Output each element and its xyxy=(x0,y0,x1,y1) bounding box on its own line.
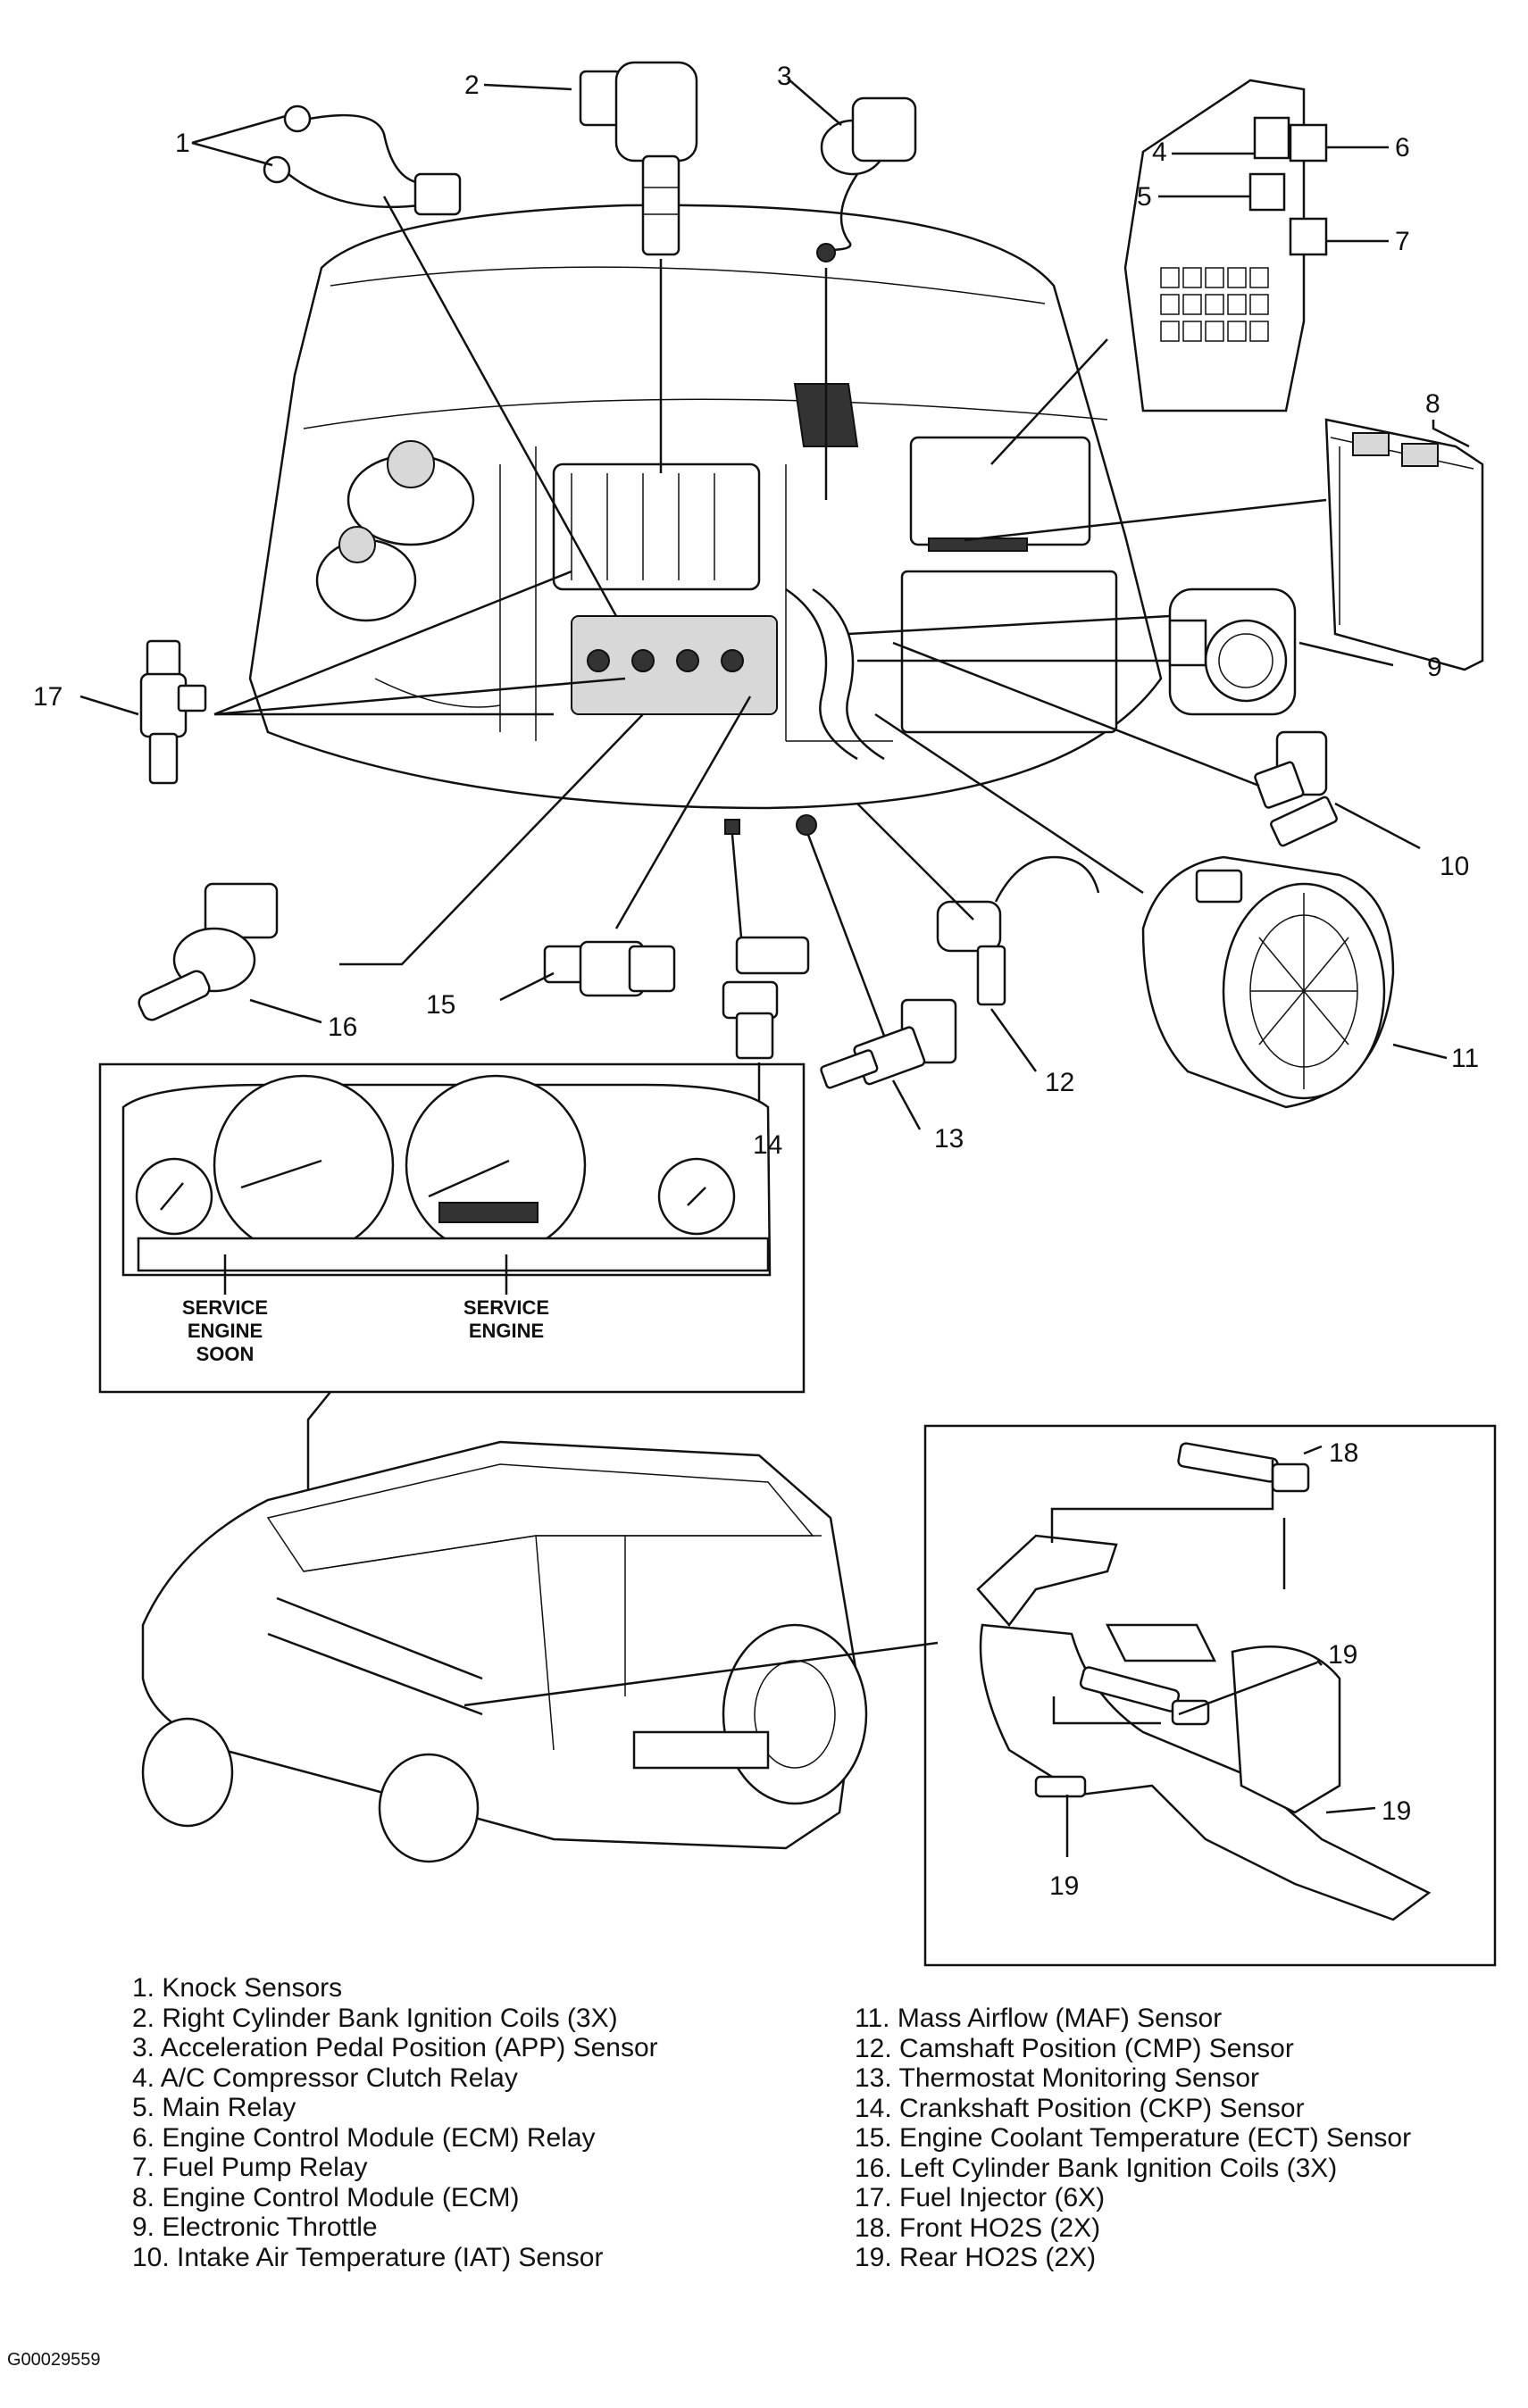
callout-3: 3 xyxy=(777,62,792,91)
callout-6: 6 xyxy=(1395,133,1410,162)
callout-17: 17 xyxy=(33,682,63,712)
callout-15: 15 xyxy=(426,990,455,1020)
legend-item: 1. Knock Sensors xyxy=(132,1973,343,2003)
leader-lines xyxy=(79,78,1470,1130)
maf-sensor-illustration xyxy=(1141,855,1395,1109)
callout-9: 9 xyxy=(1427,653,1442,682)
callout-18: 18 xyxy=(1329,1438,1358,1468)
callout-8: 8 xyxy=(1425,389,1440,419)
callout-10: 10 xyxy=(1440,852,1469,881)
right-ignition-coil-illustration xyxy=(579,61,698,256)
legend-item: 14. Crankshaft Position (CKP) Sensor xyxy=(855,2093,1305,2123)
callout-13: 13 xyxy=(934,1124,964,1154)
callout-1: 1 xyxy=(175,129,190,158)
fuse-relay-box-illustration xyxy=(1123,79,1328,412)
legend-item: 16. Left Cylinder Bank Ignition Coils (3… xyxy=(855,2153,1338,2183)
legend-item: 13. Thermostat Monitoring Sensor xyxy=(855,2063,1260,2093)
app-sensor-illustration xyxy=(816,96,917,262)
figure-id: G00029559 xyxy=(7,2350,101,2370)
ecm-illustration xyxy=(1324,418,1484,671)
callout-5: 5 xyxy=(1137,182,1152,212)
thermostat-sensor-illustration xyxy=(820,998,957,1089)
exhaust-ho2s-panel xyxy=(923,1424,1497,1967)
left-ignition-coil-illustration xyxy=(138,882,279,1021)
legend-item: 12. Camshaft Position (CMP) Sensor xyxy=(855,2033,1294,2063)
legend-item: 17. Fuel Injector (6X) xyxy=(855,2183,1106,2212)
legend-right-column: 11. Mass Airflow (MAF) Sensor 12. Camsha… xyxy=(855,2004,1411,2273)
callout-19-c: 19 xyxy=(1049,1871,1079,1901)
knock-sensors-illustration xyxy=(263,104,462,216)
legend-item: 10. Intake Air Temperature (IAT) Sensor xyxy=(132,2242,604,2272)
legend-item: 7. Fuel Pump Relay xyxy=(132,2153,368,2182)
callout-4: 4 xyxy=(1152,137,1167,167)
legend-item: 2. Right Cylinder Bank Ignition Coils (3… xyxy=(132,2003,618,2033)
callout-12: 12 xyxy=(1045,1068,1074,1097)
legend-item: 15. Engine Coolant Temperature (ECT) Sen… xyxy=(855,2123,1412,2153)
iat-sensor-illustration xyxy=(1254,730,1338,847)
callout-7: 7 xyxy=(1395,227,1410,256)
callout-14: 14 xyxy=(753,1130,782,1160)
legend-item: 18. Front HO2S (2X) xyxy=(855,2212,1101,2243)
service-engine-soon-label-2: ENGINE xyxy=(188,1320,263,1342)
exhaust-leader xyxy=(463,1641,939,1707)
callout-16: 16 xyxy=(328,1012,357,1042)
legend-item: 8. Engine Control Module (ECM) xyxy=(132,2182,520,2212)
callout-2: 2 xyxy=(464,71,480,100)
electronic-throttle-illustration xyxy=(1168,587,1297,716)
callout-19-b: 19 xyxy=(1382,1796,1411,1826)
legend-item: 19. Rear HO2S (2X) xyxy=(855,2243,1097,2272)
ect-sensor-illustration xyxy=(543,940,676,997)
callout-19-a: 19 xyxy=(1328,1640,1357,1670)
callout-numbers: 1 2 3 4 5 6 7 8 9 10 11 12 13 14 15 16 1… xyxy=(33,62,1479,1901)
legend-item: 9. Electronic Throttle xyxy=(132,2212,378,2242)
vehicle-illustration xyxy=(141,1440,868,1863)
cmp-sensor-illustration xyxy=(936,855,1100,1006)
legend-item: 11. Mass Airflow (MAF) Sensor xyxy=(855,2004,1223,2033)
legend-item: 3. Acceleration Pedal Position (APP) Sen… xyxy=(132,2033,658,2062)
service-engine-soon-label-3: SOON xyxy=(196,1343,255,1365)
cluster-leader xyxy=(306,1391,331,1518)
instrument-cluster-panel: SERVICE ENGINE SOON SERVICE ENGINE xyxy=(98,1062,806,1394)
legend-left-column: 1. Knock Sensors 2. Right Cylinder Bank … xyxy=(132,1973,658,2272)
legend-item: 6. Engine Control Module (ECM) Relay xyxy=(132,2122,596,2153)
service-engine-soon-label-1: SERVICE xyxy=(182,1296,268,1319)
legend-item: 5. Main Relay xyxy=(132,2093,296,2122)
ckp-sensor-illustration xyxy=(722,936,810,1060)
callout-11: 11 xyxy=(1451,1044,1479,1073)
service-engine-label-1: SERVICE xyxy=(463,1296,549,1319)
engine-bay-illustration xyxy=(248,204,1163,836)
legend-item: 4. A/C Compressor Clutch Relay xyxy=(132,2062,518,2093)
service-engine-label-2: ENGINE xyxy=(469,1320,544,1342)
fuel-injector-illustration xyxy=(139,639,207,785)
